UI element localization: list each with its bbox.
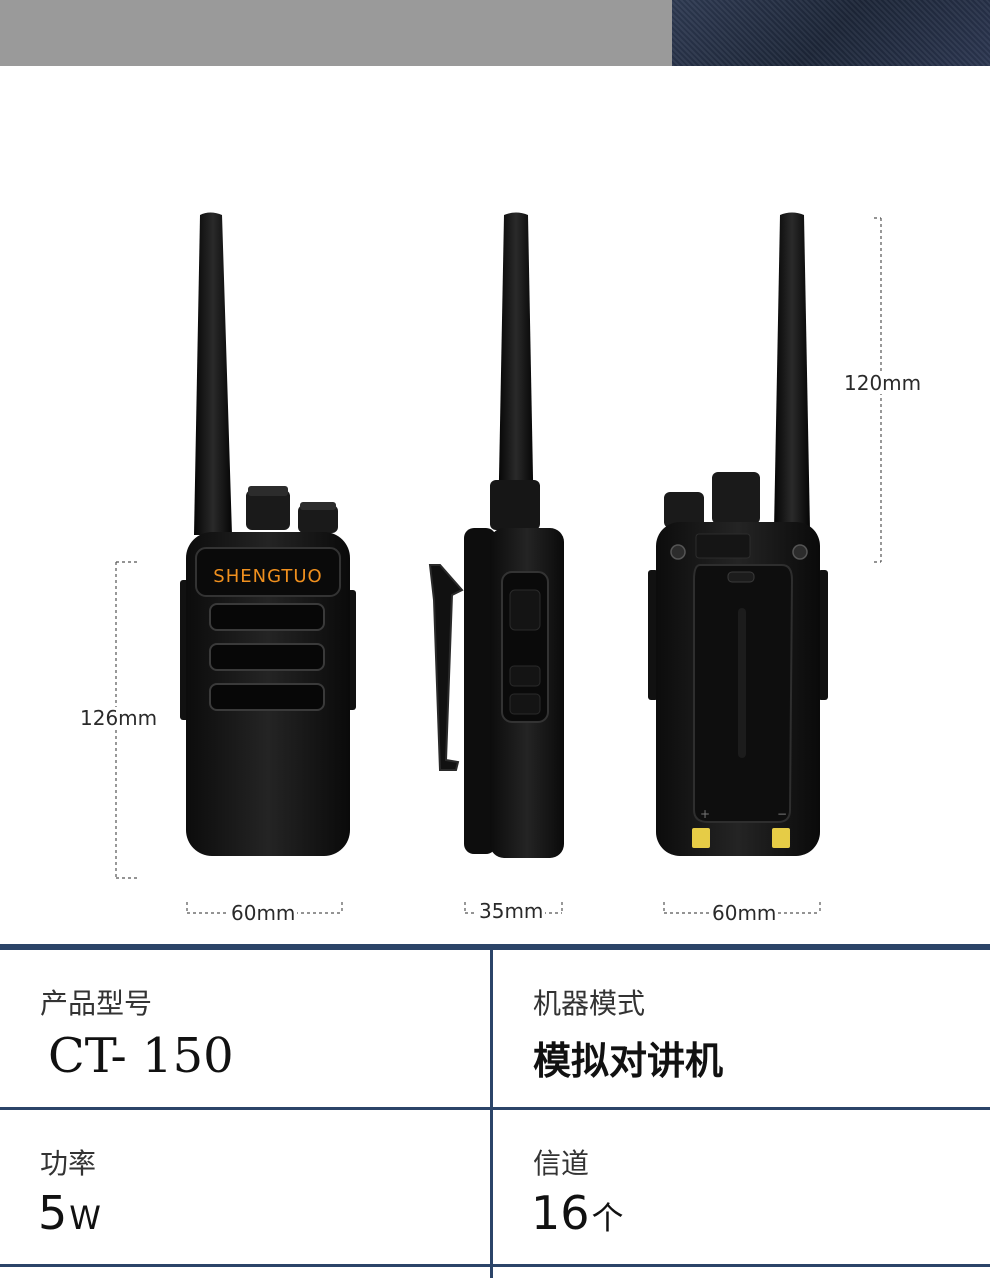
table-top-border [0,944,990,950]
model-value: CT- 150 [48,1028,234,1084]
spec-cell-mode: 机器模式 模拟对讲机 [493,950,990,1107]
model-label: 产品型号 [40,987,153,1020]
power-unit: W [69,1199,101,1237]
channels-value-group: 16个 [531,1186,624,1240]
power-label: 功率 [40,1147,97,1180]
front-height-label: 126mm [78,706,160,730]
brand-logo: SHENGTUO [213,566,322,587]
power-value-group: 5W [38,1186,101,1240]
antenna-height-label: 120mm [842,371,924,395]
mode-label: 机器模式 [533,987,646,1020]
svg-text:+: + [700,807,710,821]
spec-table: 产品型号 CT- 150 机器模式 模拟对讲机 功率 5W 信道 16个 [0,944,990,1278]
back-view: + − [648,212,828,856]
table-bottom-border [0,1264,990,1267]
channels-label: 信道 [533,1147,590,1180]
walkie-talkie-illustration: SHENGTUO [115,212,882,914]
side-width-label: 35mm [477,899,546,923]
back-width-label: 60mm [710,901,779,925]
spec-cell-model: 产品型号 CT- 150 [0,950,490,1107]
channels-unit: 个 [591,1199,624,1237]
spec-cell-power: 功率 5W [0,1110,490,1264]
product-dimension-diagram: SHENGTUO [0,66,990,946]
side-view [428,212,564,858]
table-middle-border [0,1107,990,1110]
spec-cell-channels: 信道 16个 [493,1110,990,1264]
channels-value: 16 [531,1186,590,1240]
power-value: 5 [38,1186,68,1240]
denim-fabric-image [672,0,990,66]
svg-text:−: − [777,807,787,821]
table-column-divider [490,944,493,1278]
front-view: SHENGTUO [180,212,356,856]
front-width-label: 60mm [229,901,298,925]
mode-value: 模拟对讲机 [533,1039,724,1083]
